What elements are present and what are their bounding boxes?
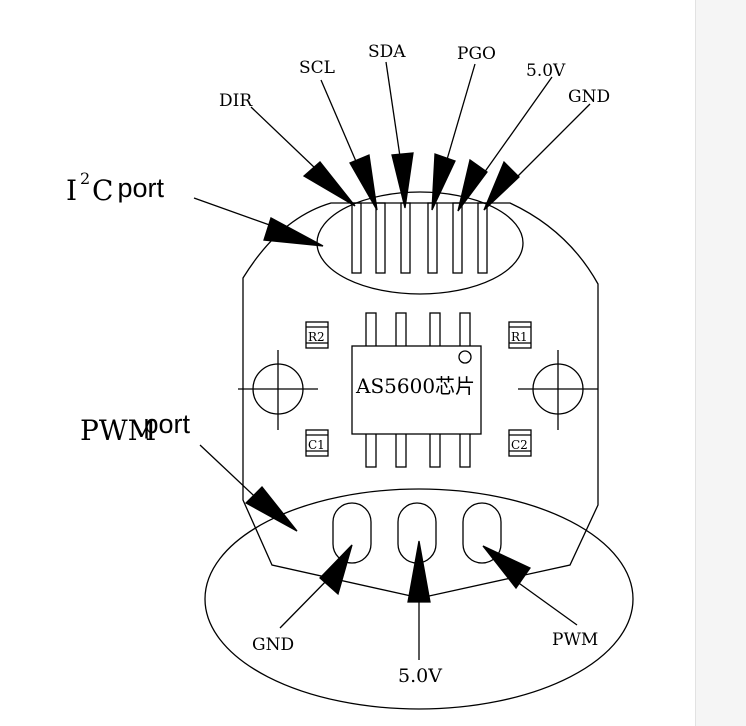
pad-gnd — [332, 502, 372, 564]
as5600-chip — [351, 312, 482, 468]
pin-scl — [375, 202, 386, 274]
pwm-port-arrow — [199, 444, 298, 532]
svg-text:C1: C1 — [308, 438, 325, 452]
svg-text:R1: R1 — [511, 330, 528, 344]
svg-text:2: 2 — [80, 169, 90, 188]
i2c-header-pins — [351, 202, 488, 274]
label-pwm-bottom: PWM — [552, 630, 598, 650]
svg-text:port: port — [110, 173, 165, 203]
mounting-hole-left — [238, 350, 318, 430]
component-c2: C2 — [508, 429, 532, 457]
pad-pwm — [462, 502, 502, 564]
label-sda: SDA — [368, 42, 406, 62]
label-vcc-bottom: 5.0V — [398, 665, 442, 687]
label-scl: SCL — [299, 58, 335, 78]
component-c1: C1 — [305, 429, 329, 457]
label-pgo: PGO — [457, 44, 496, 64]
component-r1: R1 — [508, 321, 532, 349]
svg-text:I: I — [66, 174, 77, 207]
pin-vcc — [452, 202, 463, 274]
label-gnd-bottom: GND — [252, 635, 294, 655]
bottom-pin-arrows — [279, 540, 578, 660]
chip-body — [351, 345, 482, 435]
label-vcc-top: 5.0V — [526, 61, 566, 81]
pwm-port-ellipse — [204, 488, 634, 710]
svg-text:R2: R2 — [308, 330, 325, 344]
svg-text:C: C — [92, 174, 113, 207]
mounting-hole-right — [518, 350, 598, 430]
i2c-port-label: I 2 C port — [66, 169, 165, 207]
i2c-port-arrow — [193, 197, 324, 247]
label-dir: DIR — [219, 91, 253, 111]
pin-sda — [400, 202, 411, 274]
side-panel — [695, 0, 746, 726]
label-gnd-top: GND — [568, 87, 610, 107]
pin-dir — [351, 202, 362, 274]
component-r2: R2 — [305, 321, 329, 349]
top-pin-arrows — [250, 61, 591, 212]
chip-label: AS5600芯片 — [355, 374, 475, 398]
pin-pgo — [427, 202, 438, 274]
svg-text:port: port — [136, 409, 191, 439]
board-outline — [242, 202, 599, 599]
chip-pin1-dot — [458, 350, 472, 364]
i2c-header-ellipse — [316, 191, 524, 295]
pwm-port-label: PWM port — [80, 409, 191, 447]
svg-text:C2: C2 — [511, 438, 528, 452]
pin-gnd — [477, 202, 488, 274]
svg-text:PWM: PWM — [80, 414, 156, 447]
